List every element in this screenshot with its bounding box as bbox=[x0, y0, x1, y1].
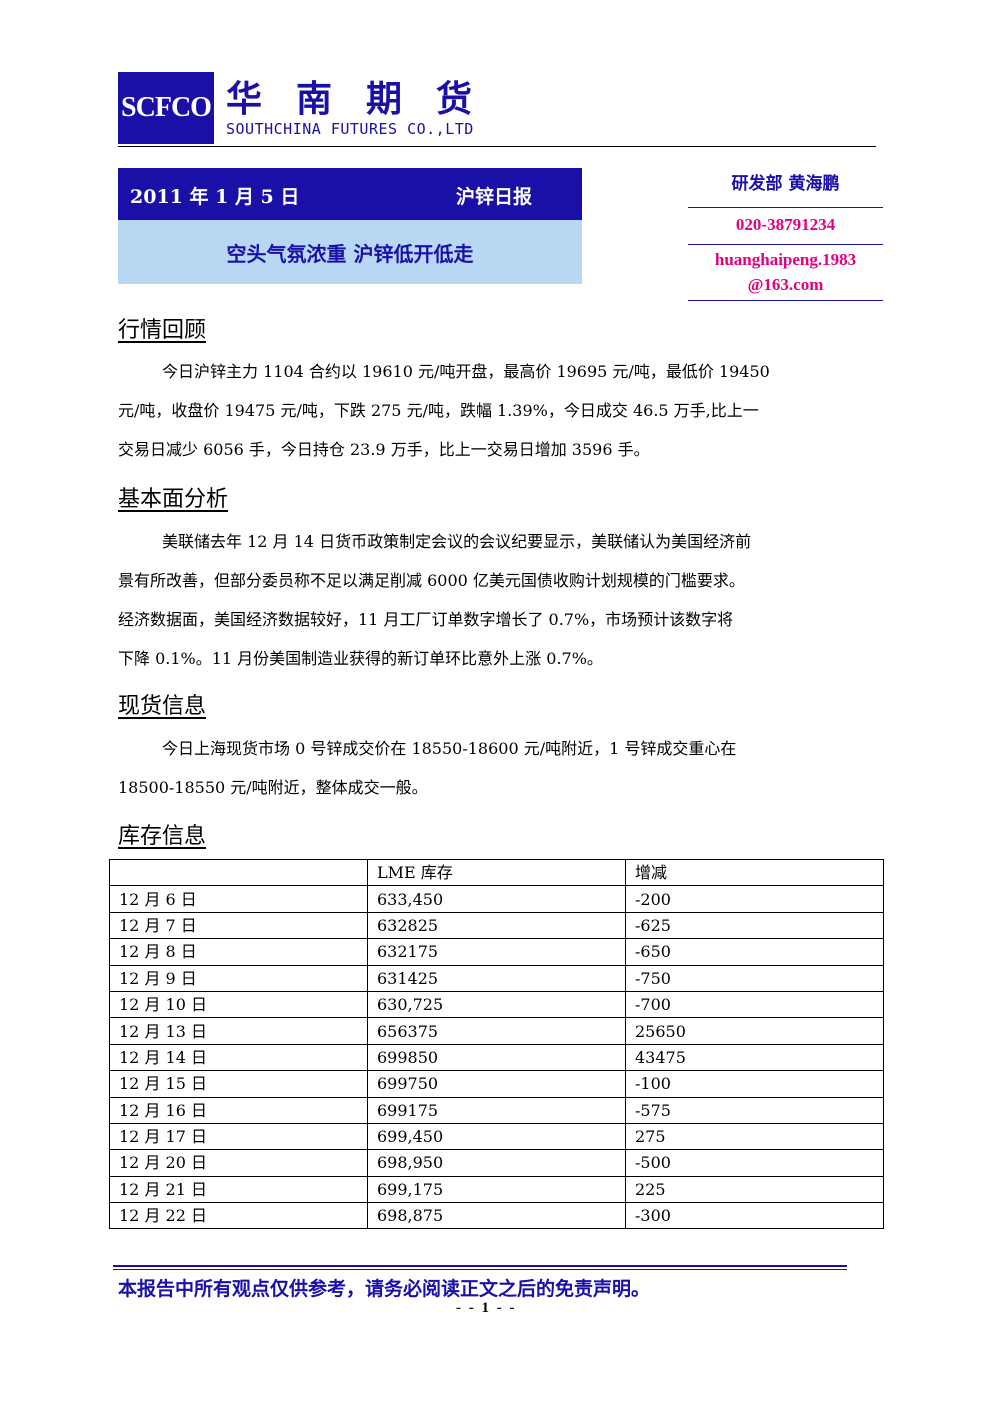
lme-stock-cell: 699,450 bbox=[367, 1122, 626, 1151]
change-cell: -300 bbox=[625, 1202, 884, 1230]
table-header-row: LME 库存 增减 bbox=[109, 858, 884, 887]
section-heading-market-review: 行情回顾 bbox=[118, 318, 207, 343]
date-cell: 12 月 20 日 bbox=[109, 1149, 368, 1177]
lme-stock-cell: 699,175 bbox=[367, 1175, 626, 1204]
page-number: - - 1 - - bbox=[456, 1300, 517, 1316]
company-name-cn: 华南期货 bbox=[226, 79, 507, 120]
change-cell: -700 bbox=[625, 990, 884, 1019]
report-title-bar: 2011 年 1 月 5 日 沪锌日报 bbox=[118, 168, 582, 220]
date-cell: 12 月 9 日 bbox=[109, 964, 368, 992]
author-phone: 020-38791234 bbox=[688, 208, 883, 245]
date-cell: 12 月 13 日 bbox=[109, 1017, 368, 1045]
report-headline: 空头气氛浓重 沪锌低开低走 bbox=[226, 241, 474, 266]
change-cell: -200 bbox=[625, 885, 884, 913]
paragraph-line: 今日上海现货市场 0 号锌成交价在 18550-18600 元/吨附近，1 号锌… bbox=[162, 739, 737, 758]
change-cell: -500 bbox=[625, 1149, 884, 1177]
company-logo: SCFCO bbox=[118, 72, 214, 144]
footer-divider bbox=[113, 1265, 847, 1267]
date-cell: 12 月 7 日 bbox=[109, 911, 368, 940]
date-cell: 12 月 21 日 bbox=[109, 1175, 368, 1204]
section-heading-fundamentals: 基本面分析 bbox=[118, 487, 229, 512]
lme-stock-cell: 631425 bbox=[367, 964, 626, 992]
date-cell: 12 月 8 日 bbox=[109, 938, 368, 966]
change-cell: -575 bbox=[625, 1096, 884, 1124]
market-review-paragraph: 今日沪锌主力 1104 合约以 19610 元/吨开盘，最高价 19695 元/… bbox=[118, 352, 874, 469]
change-cell: 25650 bbox=[625, 1017, 884, 1045]
column-header bbox=[109, 858, 368, 887]
change-cell: -625 bbox=[625, 911, 884, 940]
author-email[interactable]: huanghaipeng.1983 @163.com bbox=[688, 245, 883, 301]
date-cell: 12 月 10 日 bbox=[109, 990, 368, 1019]
change-cell: 43475 bbox=[625, 1043, 884, 1072]
lme-stock-cell: 633,450 bbox=[367, 885, 626, 913]
change-cell: 275 bbox=[625, 1122, 884, 1151]
author-email-line1: huanghaipeng.1983 bbox=[714, 250, 857, 269]
report-date: 2011 年 1 月 5 日 bbox=[130, 186, 300, 208]
lme-stock-cell: 699850 bbox=[367, 1043, 626, 1072]
column-header: 增减 bbox=[625, 858, 884, 887]
date-cell: 12 月 22 日 bbox=[109, 1202, 368, 1230]
paragraph-line: 18500-18550 元/吨附近，整体成交一般。 bbox=[118, 778, 428, 797]
column-header: LME 库存 bbox=[367, 858, 626, 887]
date-cell: 12 月 16 日 bbox=[109, 1096, 368, 1124]
footer-divider bbox=[113, 1269, 847, 1270]
date-cell: 12 月 14 日 bbox=[109, 1043, 368, 1072]
disclaimer-text: 本报告中所有观点仅供参考，请务必阅读正文之后的免责声明。 bbox=[118, 1278, 651, 1300]
lme-stock-cell: 632175 bbox=[367, 938, 626, 966]
logo-text: SCFCO bbox=[121, 92, 212, 123]
paragraph-line: 元/吨，收盘价 19475 元/吨，下跌 275 元/吨，跌幅 1.39%，今日… bbox=[118, 401, 759, 420]
report-type: 沪锌日报 bbox=[456, 186, 533, 208]
date-cell: 12 月 6 日 bbox=[109, 885, 368, 913]
paragraph-line: 美联储去年 12 月 14 日货币政策制定会议的会议纪要显示，美联储认为美国经济… bbox=[162, 532, 752, 551]
paragraph-line: 下降 0.1%。11 月份美国制造业获得的新订单环比意外上涨 0.7%。 bbox=[118, 649, 603, 668]
lme-stock-cell: 630,725 bbox=[367, 990, 626, 1019]
lme-stock-cell: 699750 bbox=[367, 1070, 626, 1098]
date-cell: 12 月 15 日 bbox=[109, 1070, 368, 1098]
company-name-en: SOUTHCHINA FUTURES CO.,LTD bbox=[226, 120, 474, 138]
paragraph-line: 景有所改善，但部分委员称不足以满足削减 6000 亿美元国债收购计划规模的门槛要… bbox=[118, 571, 745, 590]
section-heading-spot: 现货信息 bbox=[118, 694, 207, 719]
fundamentals-paragraph: 美联储去年 12 月 14 日货币政策制定会议的会议纪要显示，美联储认为美国经济… bbox=[118, 522, 874, 678]
lme-stock-cell: 698,875 bbox=[367, 1202, 626, 1230]
author-email-line2: @163.com bbox=[747, 275, 824, 294]
header-divider bbox=[118, 146, 876, 147]
paragraph-line: 交易日减少 6056 手，今日持仓 23.9 万手，比上一交易日增加 3596 … bbox=[118, 440, 650, 459]
paragraph-line: 经济数据面，美国经济数据较好，11 月工厂订单数字增长了 0.7%，市场预计该数… bbox=[118, 610, 734, 629]
lme-stock-cell: 632825 bbox=[367, 911, 626, 940]
author-name: 研发部 黄海鹏 bbox=[688, 168, 883, 208]
change-cell: 225 bbox=[625, 1175, 884, 1204]
change-cell: -650 bbox=[625, 938, 884, 966]
lme-stock-cell: 656375 bbox=[367, 1017, 626, 1045]
headline-bar: 空头气氛浓重 沪锌低开低走 bbox=[118, 220, 582, 284]
spot-paragraph: 今日上海现货市场 0 号锌成交价在 18550-18600 元/吨附近，1 号锌… bbox=[118, 729, 874, 807]
lme-stock-cell: 698,950 bbox=[367, 1149, 626, 1177]
paragraph-line: 今日沪锌主力 1104 合约以 19610 元/吨开盘，最高价 19695 元/… bbox=[162, 362, 770, 381]
change-cell: -750 bbox=[625, 964, 884, 992]
section-heading-inventory: 库存信息 bbox=[118, 824, 207, 849]
author-info: 研发部 黄海鹏 020-38791234 huanghaipeng.1983 @… bbox=[688, 168, 883, 301]
lme-stock-cell: 699175 bbox=[367, 1096, 626, 1124]
date-cell: 12 月 17 日 bbox=[109, 1122, 368, 1151]
change-cell: -100 bbox=[625, 1070, 884, 1098]
